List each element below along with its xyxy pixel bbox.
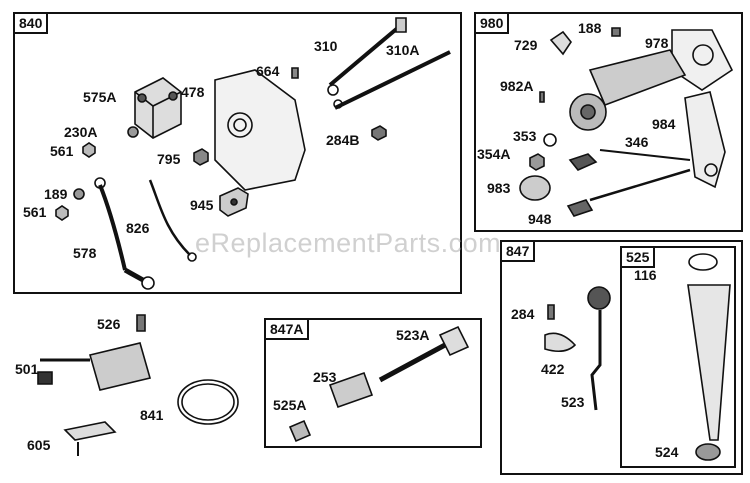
- part-982a-label: 982A: [500, 78, 534, 94]
- group-525-tag: 525: [620, 246, 656, 268]
- part-841-label: 841: [140, 407, 164, 423]
- part-189-label: 189: [44, 186, 68, 202]
- group-847-tag: 847: [500, 240, 536, 262]
- group-847-box: 847: [500, 240, 743, 475]
- part-524-label: 524: [655, 444, 679, 460]
- part-346-label: 346: [625, 134, 649, 150]
- group-525-box: 525: [620, 246, 736, 468]
- part-523-label: 523: [561, 394, 585, 410]
- group-847a-box: 847A: [264, 318, 482, 448]
- watermark: eReplacementParts.com: [195, 228, 502, 258]
- part-188-label: 188: [578, 20, 602, 36]
- part-945-label: 945: [190, 197, 214, 213]
- solenoid-575a: [134, 77, 182, 139]
- part-948-label: 948: [528, 211, 552, 227]
- part-575a-label: 575A: [83, 89, 117, 105]
- group-980-tag: 980: [474, 12, 510, 34]
- part-795-label: 795: [157, 151, 181, 167]
- part-561-label-b: 561: [23, 204, 47, 220]
- part-422-label: 422: [541, 361, 565, 377]
- part-284b-label: 284B: [326, 132, 360, 148]
- part-253-label: 253: [313, 369, 337, 385]
- part-826-label: 826: [126, 220, 150, 236]
- part-578-label: 578: [73, 245, 97, 261]
- part-116-label: 116: [634, 267, 657, 283]
- part-605-label: 605: [27, 437, 51, 453]
- part-501-label: 501: [15, 361, 39, 377]
- part-284-label: 284: [511, 306, 535, 322]
- part-984-label: 984: [652, 116, 676, 132]
- part-230a-label: 230A: [64, 124, 98, 140]
- group-980-box: 980: [474, 12, 743, 232]
- part-526-label: 526: [97, 316, 121, 332]
- part-561-label-a: 561: [50, 143, 74, 159]
- group-840-tag: 840: [13, 12, 49, 34]
- part-729-label: 729: [514, 37, 538, 53]
- part-354a-label: 354A: [477, 146, 511, 162]
- part-310-label: 310: [314, 38, 338, 54]
- part-310a-label: 310A: [386, 42, 420, 58]
- part-478-label: 478: [181, 84, 205, 100]
- part-525a-label: 525A: [273, 397, 307, 413]
- part-983-label: 983: [487, 180, 511, 196]
- part-664-label: 664: [256, 63, 280, 79]
- part-353-label: 353: [513, 128, 537, 144]
- part-978-label: 978: [645, 35, 669, 51]
- group-847a-tag: 847A: [264, 318, 310, 340]
- part-523a-label: 523A: [396, 327, 430, 343]
- group-840-box: 840: [13, 12, 462, 294]
